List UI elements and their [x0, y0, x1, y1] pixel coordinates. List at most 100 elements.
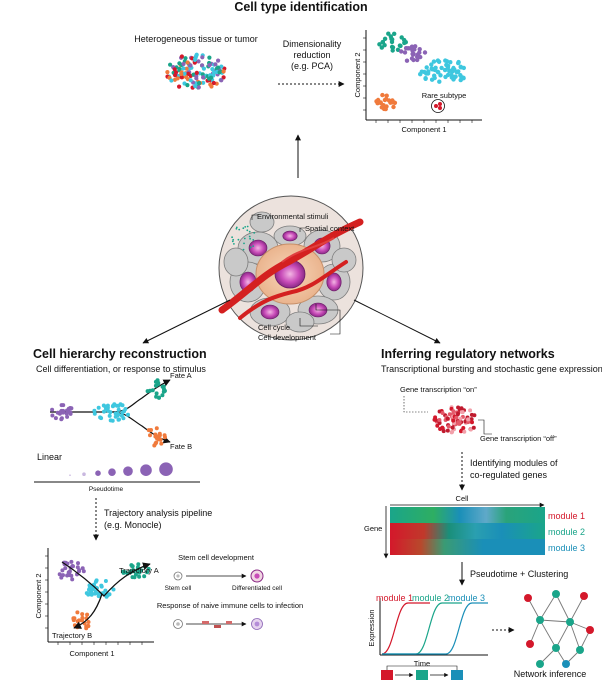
stimulus-dot [243, 237, 246, 240]
cyan-point [84, 591, 89, 596]
tissue-label: Heterogeneous tissue or tumor [134, 34, 258, 44]
tissue-microenvironment [218, 195, 364, 341]
burst-cell [445, 416, 450, 421]
cyan-point [418, 72, 423, 77]
module1-block [381, 670, 393, 680]
cell-nucleus [326, 272, 342, 292]
linear-label: Linear [37, 452, 62, 462]
blood-vessel-branch [238, 260, 348, 320]
stimulus-dot [248, 235, 251, 238]
tissue-cell [179, 71, 184, 77]
intermediate-cell [108, 418, 113, 423]
stimulus-dot [246, 225, 249, 228]
intermediate-cell [107, 413, 112, 418]
fate-a-cell [153, 379, 158, 384]
burst-cell [456, 405, 461, 410]
trajectory-a-curve [61, 561, 151, 597]
stimulus-dot [243, 242, 245, 245]
cell-nucleus [260, 304, 280, 320]
burst-cell [458, 416, 463, 421]
fate-b-cell [157, 433, 162, 438]
curve-module3-label: module 3 [448, 593, 485, 603]
arrow-to-left [142, 299, 231, 344]
burst-cell [440, 411, 445, 415]
cyan-point [107, 592, 112, 597]
tissue-cell [219, 78, 224, 83]
teal-point [142, 574, 147, 579]
curve-module2-label: module 2 [412, 593, 449, 603]
intermediate-cell [111, 403, 116, 408]
fate-a-label: Fate A [170, 371, 192, 380]
reduction-label-2: reduction [293, 50, 330, 60]
tx-off-label: Gene transcription “off” [480, 434, 557, 443]
intermediate-cell [103, 404, 108, 409]
tissue-cell [183, 56, 188, 61]
teal-point [379, 45, 384, 50]
pseudotime-dot [140, 464, 152, 477]
purple-point [69, 559, 74, 564]
transcription-burst-cluster [432, 405, 477, 435]
module2-curve [382, 602, 462, 655]
cell-nucleus [282, 230, 298, 242]
purple-point [81, 569, 86, 574]
tissue-cell [221, 75, 226, 80]
cyan-point [442, 67, 448, 73]
heatmap-row-module1 [390, 507, 545, 523]
burst-cell [437, 421, 442, 425]
pathogen-icon [202, 621, 209, 624]
teal-point [389, 39, 395, 45]
heatmap-row-module2 [390, 523, 545, 539]
gray-cell [223, 247, 249, 277]
reduction-label-1: Dimensionality [283, 39, 342, 49]
top-title: Cell type identification [234, 0, 367, 14]
orange-point [374, 99, 379, 104]
purple-point [415, 57, 420, 63]
progenitor-cell [61, 410, 66, 415]
cell-nucleus [248, 239, 268, 257]
tissue-cell [169, 78, 174, 83]
burst-cell [432, 417, 437, 422]
purple-point [80, 566, 85, 571]
heatmap-module1-label: module 1 [548, 511, 585, 521]
network-node [524, 594, 532, 602]
heatmap-module2-label: module 2 [548, 527, 585, 537]
fate-b-cell [156, 437, 161, 442]
fate-b-cell [152, 443, 157, 448]
network-node [552, 590, 560, 598]
tissue-cell [165, 70, 170, 75]
cyan-point [436, 59, 442, 64]
module3-curve [382, 602, 488, 655]
teal-point [392, 31, 397, 36]
identify-label-2: co-regulated genes [470, 470, 548, 480]
teal-point [390, 48, 395, 53]
burst-cell [454, 415, 459, 420]
tissue-cell [215, 65, 221, 70]
orange-point [391, 104, 396, 110]
purple-point [60, 568, 65, 573]
teal-point [398, 43, 403, 49]
teal-point [382, 36, 388, 41]
intermediate-cell [118, 402, 123, 407]
top-axis-ticks [363, 37, 473, 123]
progenitor-cell [50, 407, 55, 412]
tissue-cell [193, 84, 198, 89]
right-title: Inferring regulatory networks [381, 347, 555, 361]
stimulus-dot [232, 238, 235, 241]
stimulus-dot [252, 239, 255, 241]
cyan-point [448, 60, 453, 65]
burst-cell [470, 420, 474, 425]
purple-point [417, 50, 422, 55]
tissue-cell [179, 54, 184, 59]
cyan-point [99, 583, 104, 588]
module3-block [451, 670, 463, 680]
burst-cell [459, 406, 464, 411]
tissue-cell [200, 63, 205, 68]
tissue-cell [211, 80, 216, 86]
purple-point [409, 56, 415, 61]
trajectory-b-curve [73, 593, 103, 629]
trajectory-points [57, 559, 151, 631]
env-stimuli-label: Environmental stimuli [257, 212, 329, 221]
intermediate-cell [102, 409, 106, 414]
purple-point [61, 573, 65, 578]
